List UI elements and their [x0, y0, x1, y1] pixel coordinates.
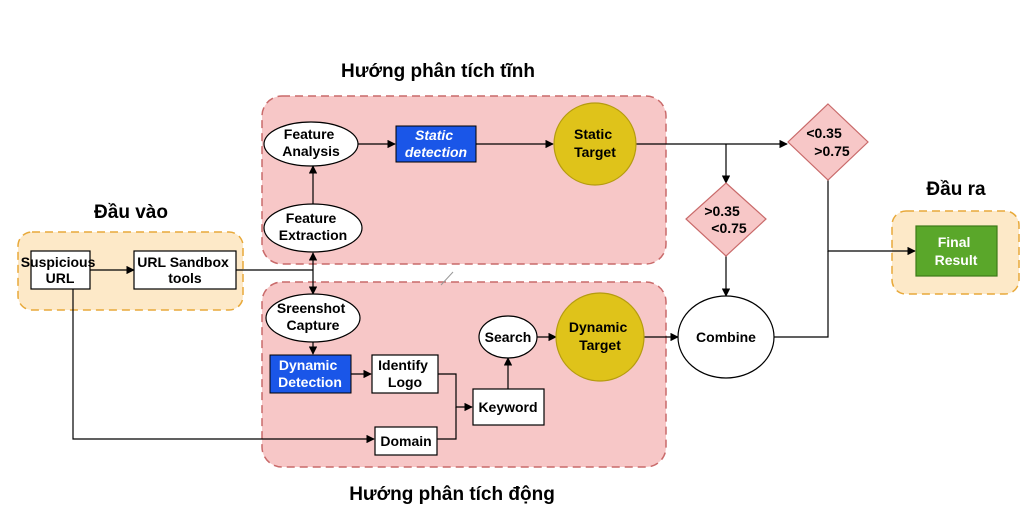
svg-text:Suspicious URL: Suspicious URL [21, 254, 100, 286]
output-title: Đầu ra [926, 179, 986, 200]
edge-combine-to-final [774, 251, 829, 338]
url-sandbox-tools-node: URL Sandbox tools [133, 250, 237, 290]
dynamic-detection-node: Dynamic Detection [269, 354, 352, 394]
svg-text:Keyword: Keyword [478, 399, 537, 415]
edge-range-extreme-to-final [827, 180, 916, 256]
range-extreme-diamond: <0.35 >0.75 [787, 103, 869, 181]
svg-text:Dynamic Target: Dynamic Target [569, 319, 631, 353]
svg-text:<0.35 >0.75: <0.35 >0.75 [806, 125, 850, 159]
identify-logo-node: Identify Logo [371, 354, 439, 394]
svg-text:Combine: Combine [696, 329, 756, 345]
svg-text:Sreenshot Capture: Sreenshot Capture [277, 300, 349, 333]
svg-text:Static Target: Static Target [574, 126, 616, 160]
svg-text:Domain: Domain [380, 433, 431, 449]
edge-domain-to-keyword [437, 407, 457, 440]
stray-mark [440, 271, 454, 286]
svg-text:Identify Logo: Identify Logo [378, 357, 432, 390]
input-title: Đầu vào [94, 202, 168, 223]
svg-text:Search: Search [485, 329, 532, 345]
suspicious-url-node: Suspicious URL [21, 250, 100, 290]
svg-text:URL Sandbox tools: URL Sandbox tools [137, 254, 232, 286]
edge-url-to-domain [72, 289, 375, 444]
range-middle-diamond: >0.35 <0.75 [685, 182, 767, 257]
feature-extraction-node: Feature Extraction [263, 203, 363, 253]
static-target-node: Static Target [553, 102, 637, 186]
svg-text:Feature Analysis: Feature Analysis [282, 126, 340, 159]
final-result-node: Final Result [915, 225, 998, 277]
keyword-node: Keyword [472, 388, 545, 426]
static-analysis-title: Hướng phân tích tĩnh [341, 61, 535, 82]
dynamic-analysis-title: Hướng phân tích động [349, 484, 555, 505]
edge-logo-to-keyword [438, 373, 473, 412]
svg-text:>0.35 <0.75: >0.35 <0.75 [704, 203, 747, 236]
svg-text:Final Result: Final Result [935, 234, 978, 268]
svg-text:Dynamic Detection: Dynamic Detection [278, 357, 342, 390]
dynamic-target-node: Dynamic Target [555, 292, 645, 382]
svg-text:Feature Extraction: Feature Extraction [279, 210, 347, 243]
combine-node: Combine [677, 295, 775, 379]
static-detection-node: Static detection [395, 125, 477, 163]
feature-analysis-node: Feature Analysis [263, 121, 359, 167]
svg-text:Static detection: Static detection [405, 127, 467, 160]
screenshot-capture-node: Sreenshot Capture [265, 293, 361, 343]
search-node: Search [478, 315, 538, 359]
domain-node: Domain [374, 426, 438, 456]
